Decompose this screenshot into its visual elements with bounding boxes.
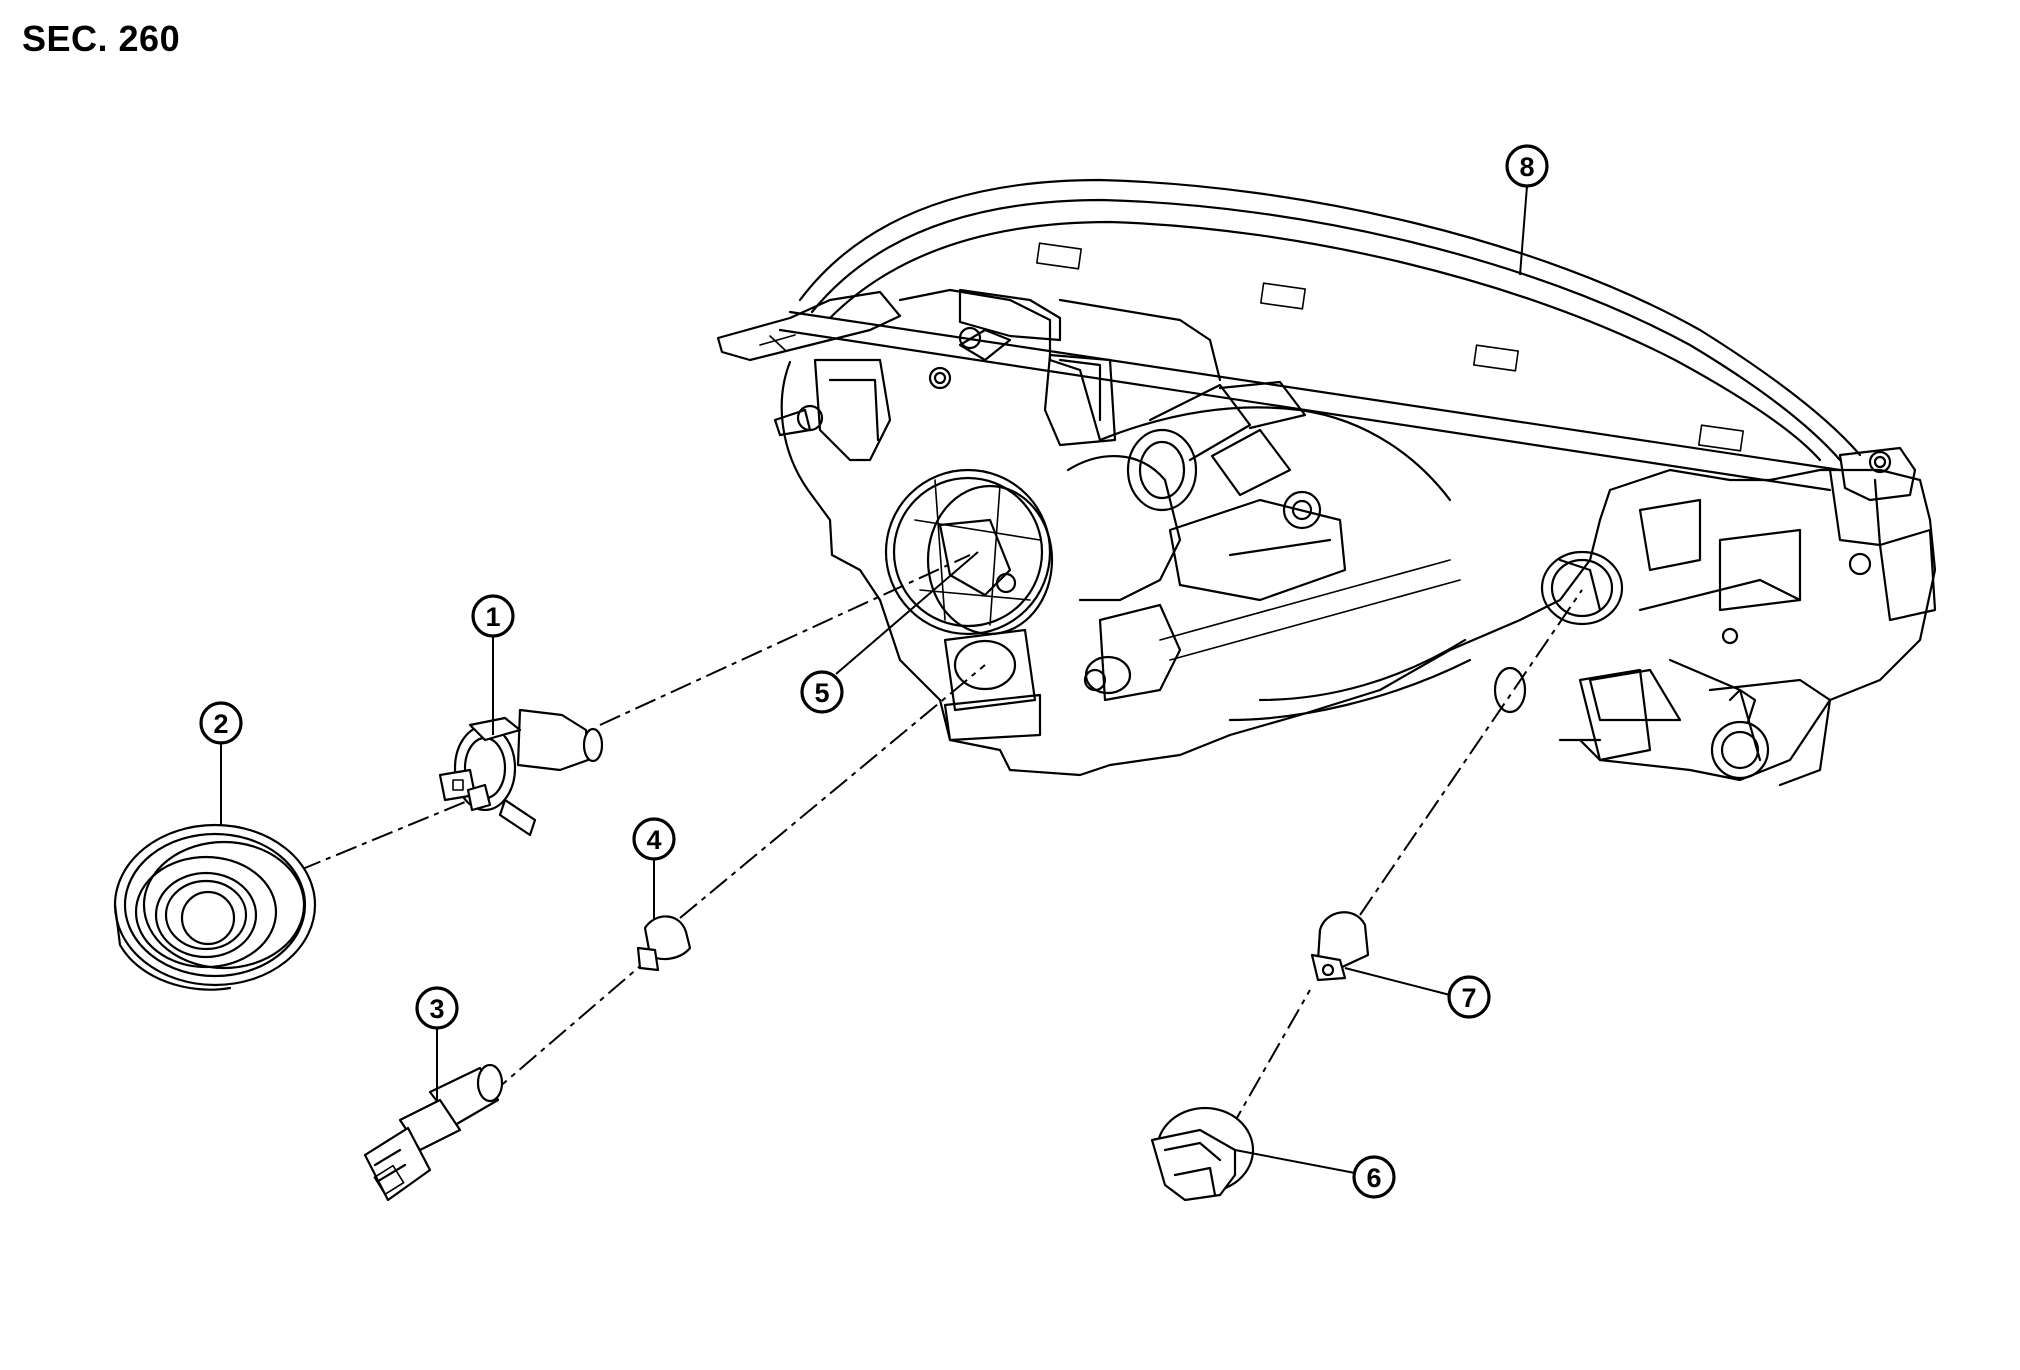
- section-label: SEC. 260: [22, 18, 181, 59]
- callout-2: 2: [199, 701, 243, 745]
- headlamp-bulb[interactable]: [438, 708, 604, 837]
- callout-6: 6: [1352, 1155, 1396, 1199]
- callout-1-label: 1: [485, 602, 500, 632]
- callout-3: 3: [415, 986, 459, 1030]
- callout-4-label: 4: [646, 825, 661, 855]
- socket-3[interactable]: [363, 1063, 504, 1202]
- bulb-7[interactable]: [1310, 911, 1370, 982]
- leader-lines: [220, 185, 1528, 1174]
- dust-cover[interactable]: [113, 823, 317, 991]
- socket-6[interactable]: [1150, 1106, 1255, 1202]
- callout-6-label: 6: [1366, 1163, 1381, 1193]
- assembly-lines: [299, 554, 1583, 1131]
- callout-8: 8: [1505, 144, 1549, 188]
- callout-8-label: 8: [1519, 152, 1534, 182]
- callout-4: 4: [632, 817, 676, 861]
- callout-5: 5: [800, 670, 844, 714]
- callout-5-label: 5: [814, 678, 829, 708]
- bulb-4[interactable]: [636, 915, 692, 972]
- callout-2-label: 2: [213, 709, 228, 739]
- callout-3-label: 3: [429, 994, 444, 1024]
- callout-7-label: 7: [1461, 983, 1476, 1013]
- callout-7: 7: [1447, 975, 1491, 1019]
- callout-1: 1: [471, 594, 515, 638]
- headlamp-housing: [716, 178, 1937, 787]
